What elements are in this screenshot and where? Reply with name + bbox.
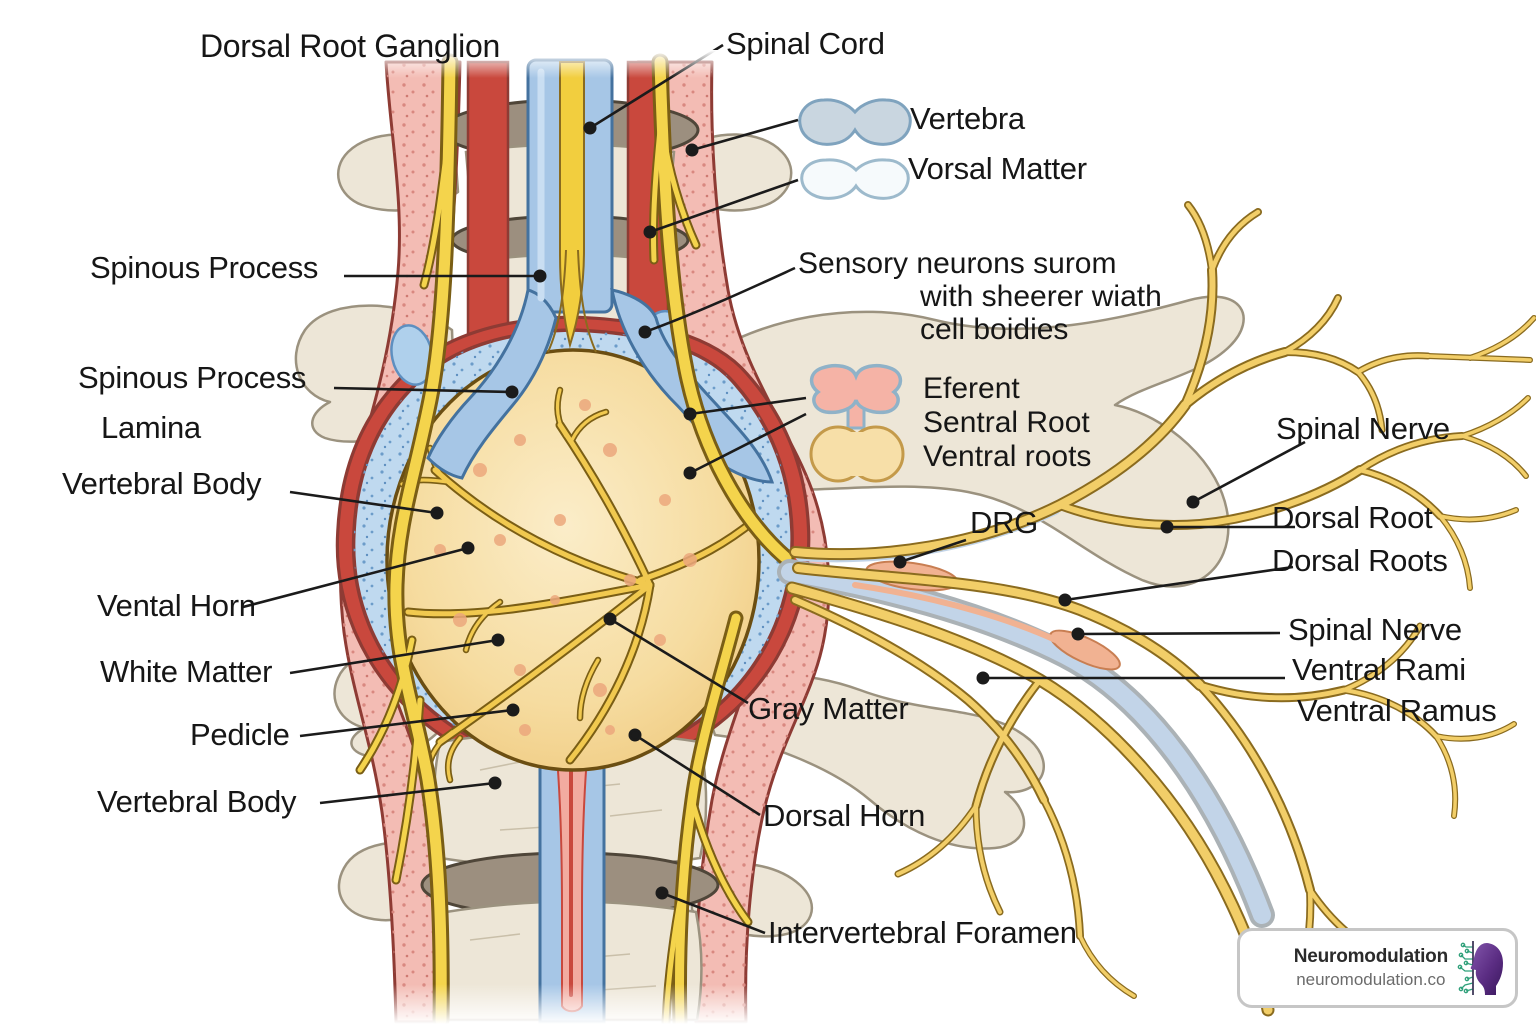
leader-vental-horn [242, 541, 475, 609]
label-efferent-line2: Sentral Root [923, 406, 1090, 439]
brand-logo-icon [1457, 941, 1503, 995]
label-dorsal-horn: Dorsal Horn [763, 798, 926, 833]
vertebra-icon [798, 98, 912, 146]
leader-lines [242, 43, 1306, 935]
label-sensory-neurons-line2: with sheerer wiath [920, 280, 1162, 313]
leader-drg [893, 538, 967, 569]
label-vertebral-body-lower: Vertebral Body [97, 784, 297, 819]
label-spinous-process-mid: Spinous Process [78, 360, 307, 395]
brand-text: Neuromodulation neuromodulation.co [1294, 946, 1448, 990]
label-efferent-line1: Eferent [923, 372, 1020, 405]
label-pedicle: Pedicle [190, 717, 290, 752]
leader-spinous-process-mid [333, 385, 519, 399]
label-vental-horn: Vental Horn [97, 588, 256, 623]
leader-spinous-process-top [344, 269, 547, 283]
leader-vertebra [685, 118, 799, 157]
top-fade [330, 50, 780, 78]
vorsal-matter-icon [800, 158, 910, 200]
label-sensory-neurons-line3: cell boidies [920, 313, 1069, 346]
logo-head-profile [1470, 943, 1503, 995]
label-sensory-neurons: Sensory neurons surom with sheerer wiath… [798, 247, 1162, 346]
leader-gray-matter [603, 612, 749, 705]
label-drg: DRG [970, 505, 1038, 540]
label-dorsal-root: Dorsal Root [1272, 500, 1433, 535]
label-dorsal-roots: Dorsal Roots [1272, 543, 1448, 578]
cord-cream-enlargement [385, 348, 761, 784]
cream-speckles [434, 399, 697, 736]
leader-pedicle [299, 703, 520, 738]
leader-vorsal-matter [643, 178, 799, 239]
leader-intervertebral-foramen [655, 886, 766, 935]
brand-url: neuromodulation.co [1296, 970, 1446, 989]
leader-ventral-rami [976, 671, 1285, 685]
efferent-roots-icon [809, 363, 905, 483]
leader-sensory-neurons [638, 266, 796, 339]
label-efferent-line3: Ventral roots [923, 440, 1092, 473]
label-intervertebral-foramen: Intervertebral Foramen [768, 915, 1077, 950]
leader-dorsal-root [1160, 520, 1295, 534]
label-vorsal-matter: Vorsal Matter [908, 151, 1087, 186]
leader-dorsal-roots [1058, 565, 1294, 607]
leader-vertebral-body-upper [289, 490, 444, 520]
leader-spinal-nerve-upper [1186, 440, 1306, 509]
label-vertebral-body-upper: Vertebral Body [62, 466, 262, 501]
nerve-left [355, 53, 459, 1024]
label-efferent-roots: Eferent Sentral Root Ventral roots [923, 372, 1091, 474]
label-vertebra: Vertebra [910, 101, 1025, 136]
nerve-right [648, 53, 795, 1024]
bottom-fade [300, 984, 940, 1024]
legend-icons [798, 98, 912, 483]
label-spinal-cord: Spinal Cord [726, 26, 885, 61]
logo-circuit-pattern [1457, 942, 1474, 994]
leader-efferent-2 [683, 412, 807, 480]
label-spinous-process-top: Spinous Process [90, 250, 319, 285]
leader-spinal-nerve-lower [1071, 627, 1281, 641]
label-sensory-neurons-line1: Sensory neurons surom [798, 247, 1117, 280]
brand-title: Neuromodulation [1293, 946, 1448, 967]
label-ventral-ramus: Ventral Ramus [1297, 693, 1497, 728]
label-white-matter: White Matter [100, 654, 273, 689]
label-ventral-rami: Ventral Rami [1292, 652, 1466, 687]
leader-dorsal-horn [628, 728, 761, 817]
leader-white-matter [289, 633, 505, 675]
label-lamina: Lamina [101, 410, 201, 445]
leader-vertebral-body-lower [319, 776, 502, 805]
label-spinal-nerve-lower: Spinal Nerve [1288, 612, 1462, 647]
label-spinal-nerve-upper: Spinal Nerve [1276, 411, 1450, 446]
label-dorsal-root-ganglion: Dorsal Root Ganglion [200, 28, 500, 64]
label-gray-matter: Gray Matter [748, 691, 909, 726]
brand-badge: Neuromodulation neuromodulation.co [1237, 928, 1518, 1008]
leader-efferent-1 [683, 396, 807, 421]
